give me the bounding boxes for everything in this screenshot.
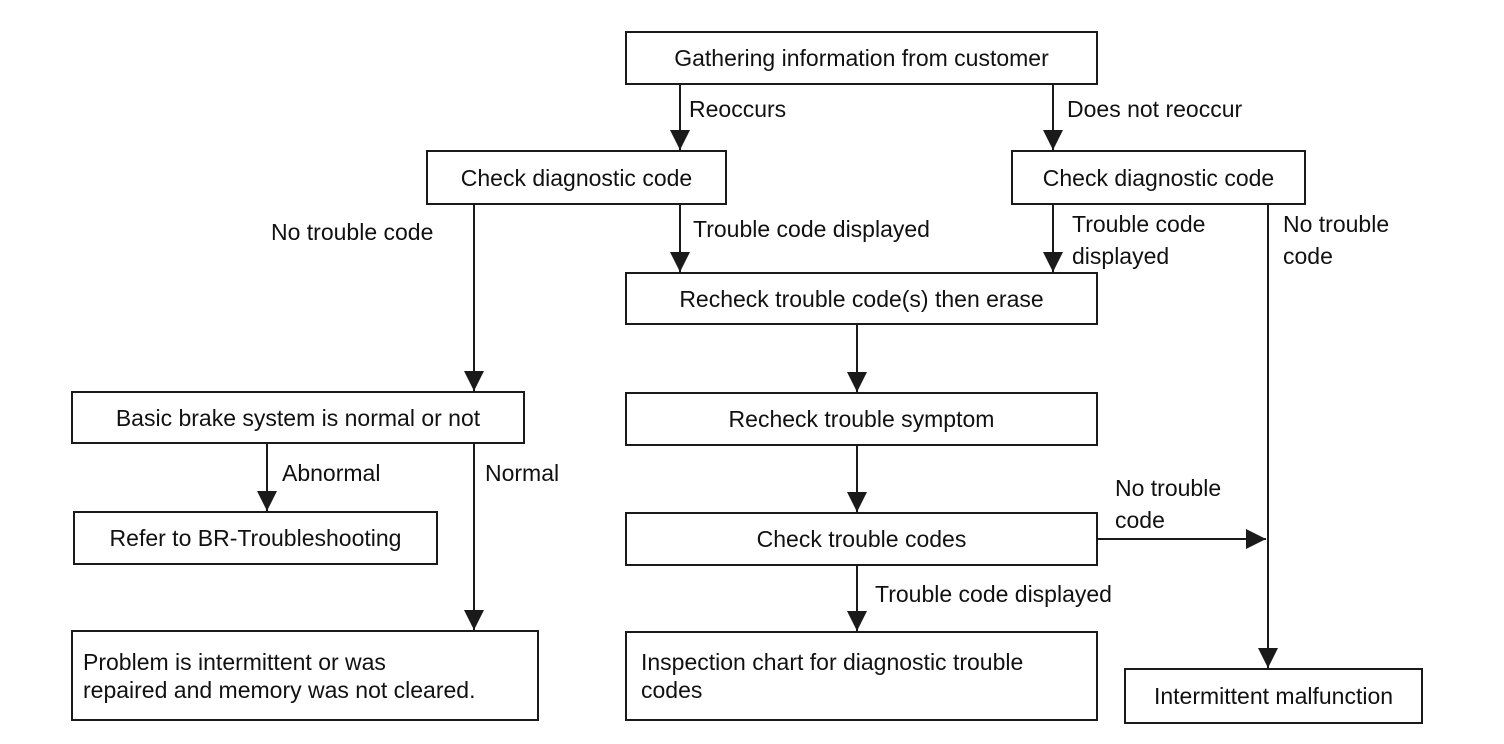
node-recheck-trouble-symptom-label: Recheck trouble symptom (728, 406, 995, 432)
edge-label-no-trouble-code-right-line2: code (1283, 243, 1333, 269)
edge-label-no-trouble-code-lower-line1: No trouble (1115, 475, 1222, 501)
node-problem-intermittent: Problem is intermittent or was repaired … (71, 630, 539, 721)
node-refer-br-troubleshooting: Refer to BR-Troubleshooting (73, 511, 438, 565)
node-check-diagnostic-code-left: Check diagnostic code (426, 150, 727, 205)
node-problem-intermittent-line2: repaired and memory was not cleared. (83, 676, 476, 703)
edge-label-no-trouble-code-right: No trouble code (1283, 208, 1389, 272)
node-recheck-trouble-symptom: Recheck trouble symptom (625, 392, 1098, 446)
edge-label-no-trouble-code-lower-line2: code (1115, 507, 1165, 533)
node-refer-br-troubleshooting-label: Refer to BR-Troubleshooting (109, 525, 402, 551)
node-inspection-chart: Inspection chart for diagnostic trouble … (625, 631, 1098, 721)
edge-label-no-trouble-code-lower: No trouble code (1115, 472, 1221, 536)
node-check-diagnostic-code-right-label: Check diagnostic code (1042, 164, 1275, 191)
edge-label-trouble-code-displayed-right-line2: displayed (1072, 243, 1170, 269)
edge-label-trouble-code-displayed-right-line1: Trouble code (1072, 211, 1206, 237)
node-inspection-chart-text: Inspection chart for diagnostic trouble … (641, 648, 1023, 704)
node-check-diagnostic-code-right: Check diagnostic code (1011, 150, 1306, 205)
edge-label-abnormal: Abnormal (282, 460, 381, 486)
node-intermittent-malfunction: Intermittent malfunction (1124, 668, 1423, 724)
node-check-trouble-codes-label: Check trouble codes (756, 526, 967, 552)
node-check-diagnostic-code-left-label: Check diagnostic code (460, 164, 693, 191)
edge-label-reoccurs: Reoccurs (689, 96, 787, 122)
node-inspection-chart-line2: codes (641, 677, 703, 703)
node-gather-information: Gathering information from customer (625, 31, 1098, 85)
edge-label-trouble-code-displayed-mid: Trouble code displayed (693, 216, 930, 242)
node-problem-intermittent-line1: Problem is intermittent or was (83, 648, 386, 675)
edge-label-trouble-code-displayed-right: Trouble code displayed (1072, 208, 1205, 272)
node-recheck-trouble-codes-erase-label: Recheck trouble code(s) then erase (679, 285, 1044, 312)
node-basic-brake-system-label: Basic brake system is normal or not (115, 404, 481, 431)
node-intermittent-malfunction-label: Intermittent malfunction (1153, 683, 1394, 709)
node-check-trouble-codes: Check trouble codes (625, 512, 1098, 566)
edge-label-does-not-reoccur: Does not reoccur (1067, 96, 1243, 122)
node-inspection-chart-line1: Inspection chart for diagnostic trouble (641, 649, 1024, 675)
node-problem-intermittent-text: Problem is intermittent or was repaired … (83, 648, 475, 704)
edge-label-no-trouble-code-left: No trouble code (271, 219, 434, 245)
edge-label-normal: Normal (485, 460, 560, 486)
edge-label-trouble-code-displayed-bottom: Trouble code displayed (875, 581, 1112, 607)
edge-label-no-trouble-code-right-line1: No trouble (1283, 211, 1390, 237)
node-gather-information-label: Gathering information from customer (674, 45, 1049, 71)
node-basic-brake-system: Basic brake system is normal or not (71, 391, 525, 444)
node-recheck-trouble-codes-erase: Recheck trouble code(s) then erase (625, 272, 1098, 325)
